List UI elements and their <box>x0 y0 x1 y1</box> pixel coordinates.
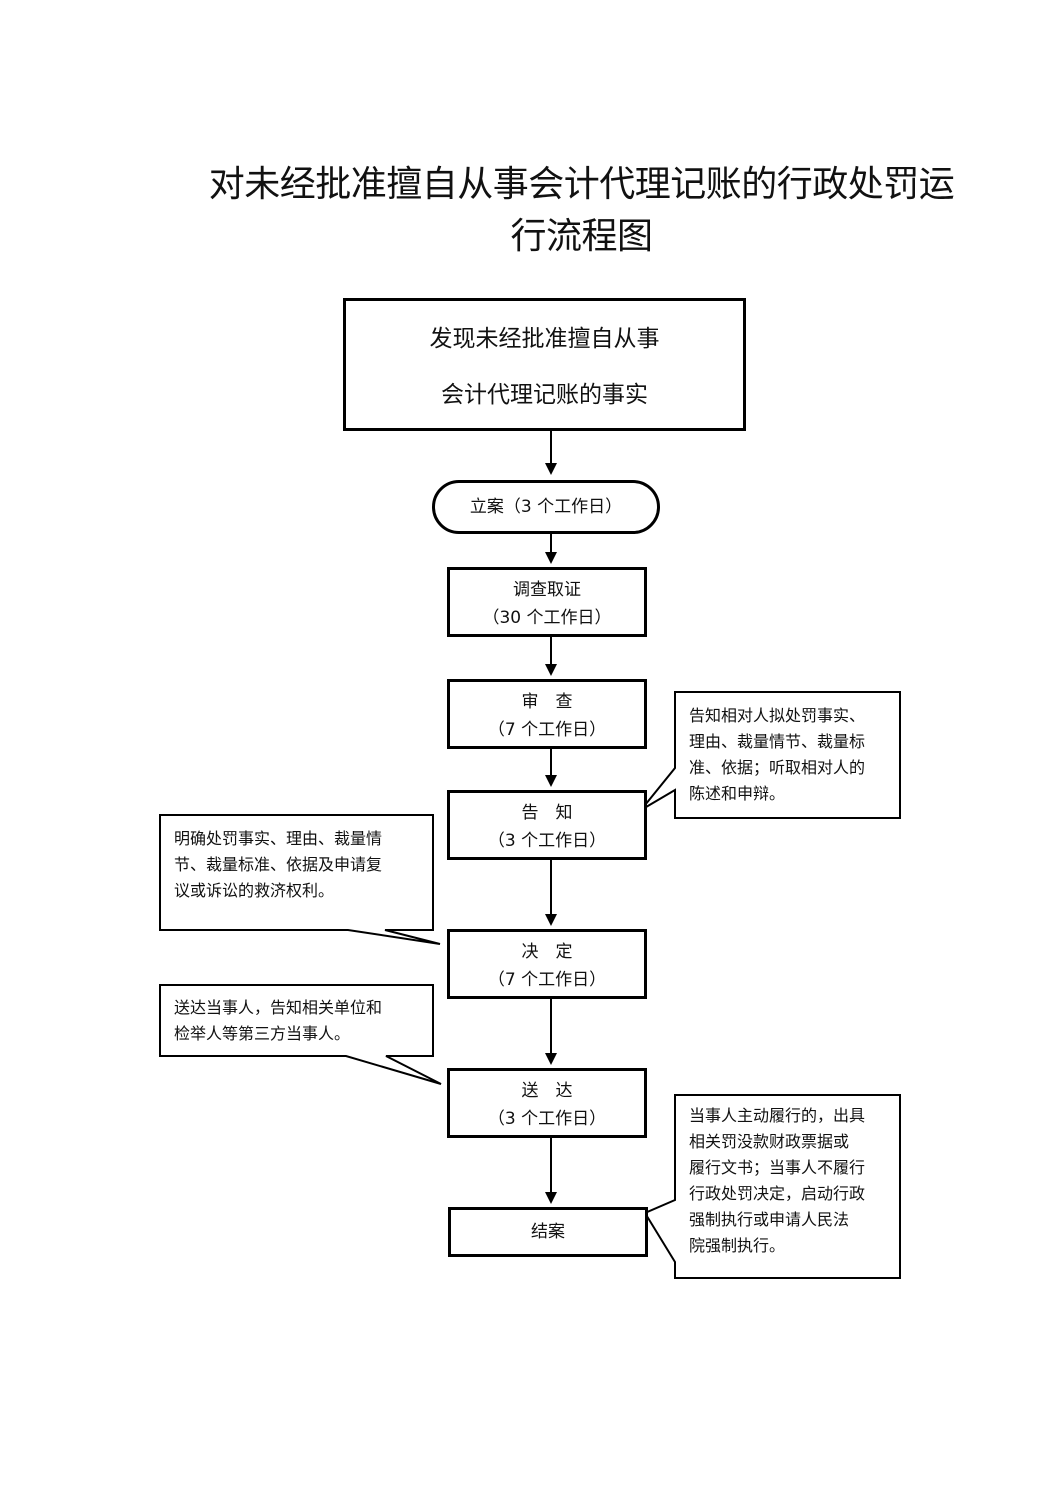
node-jueding: 决 定 （7 个工作日） <box>447 929 647 999</box>
note-line: 陈述和申辩。 <box>689 784 786 803</box>
note-line: 节、裁量标准、依据及申请复 <box>174 855 383 874</box>
arrowhead-lian-to-diaocha <box>545 552 557 564</box>
arrowhead-songda-to-jiean <box>545 1192 557 1204</box>
node-jiean-label: 结案 <box>531 1222 565 1242</box>
node-start: 发现未经批准擅自从事 会计代理记账的事实 <box>343 298 746 431</box>
note-line: 告知相对人拟处罚事实、 <box>689 706 866 725</box>
title-line-2: 行流程图 <box>510 216 653 258</box>
note-jueding: 明确处罚事实、理由、裁量情 节、裁量标准、依据及申请复 议或诉讼的救济权利。 <box>174 826 426 904</box>
arrowhead-diaocha-to-shencha <box>545 664 557 676</box>
node-jueding-line-1: 决 定 <box>521 942 573 962</box>
node-lian: 立案（3 个工作日） <box>432 480 660 534</box>
note-jiean: 当事人主动履行的，出具 相关罚没款财政票据或 履行文书；当事人不履行 行政处罚决… <box>689 1103 894 1259</box>
note-line: 院强制执行。 <box>689 1236 786 1255</box>
arrowhead-jueding-to-songda <box>545 1053 557 1065</box>
page-title: 对未经批准擅自从事会计代理记账的行政处罚运 行流程图 <box>0 159 1063 263</box>
note-line: 行政处罚决定，启动行政 <box>689 1184 866 1203</box>
note-songda: 送达当事人，告知相关单位和 检举人等第三方当事人。 <box>174 995 426 1047</box>
node-gaozhi: 告 知 （3 个工作日） <box>447 790 647 860</box>
node-diaocha-line-1: 调查取证 <box>513 580 581 600</box>
note-line: 理由、裁量情节、裁量标 <box>689 732 866 751</box>
node-diaocha-line-2: （30 个工作日） <box>482 608 612 628</box>
node-shencha-line-1: 审 查 <box>521 692 573 712</box>
note-line: 相关罚没款财政票据或 <box>689 1132 850 1151</box>
node-shencha: 审 查 （7 个工作日） <box>447 679 647 749</box>
node-jueding-line-2: （7 个工作日） <box>487 970 607 990</box>
callout-gaozhi-note <box>640 691 901 819</box>
node-shencha-line-2: （7 个工作日） <box>487 720 607 740</box>
note-line: 强制执行或申请人民法 <box>689 1210 850 1229</box>
node-start-line-2: 会计代理记账的事实 <box>441 382 648 408</box>
node-lian-label: 立案（3 个工作日） <box>469 497 623 517</box>
node-songda: 送 达 （3 个工作日） <box>447 1068 647 1138</box>
node-start-line-1: 发现未经批准擅自从事 <box>429 326 660 352</box>
arrowhead-shencha-to-gaozhi <box>545 775 557 787</box>
note-line: 明确处罚事实、理由、裁量情 <box>174 829 383 848</box>
node-diaocha: 调查取证 （30 个工作日） <box>447 567 647 637</box>
note-line: 履行文书；当事人不履行 <box>689 1158 866 1177</box>
callout-jueding-note <box>159 814 441 945</box>
arrowhead-gaozhi-to-jueding <box>545 914 557 926</box>
note-line: 送达当事人，告知相关单位和 <box>174 998 383 1017</box>
node-gaozhi-line-1: 告 知 <box>521 803 573 823</box>
callout-songda-note <box>159 984 442 1085</box>
node-jiean: 结案 <box>448 1207 648 1257</box>
note-line: 当事人主动履行的，出具 <box>689 1106 866 1125</box>
callout-jiean-note <box>643 1094 901 1279</box>
node-songda-line-1: 送 达 <box>521 1081 573 1101</box>
title-line-1: 对未经批准擅自从事会计代理记账的行政处罚运 <box>208 164 955 206</box>
note-gaozhi: 告知相对人拟处罚事实、 理由、裁量情节、裁量标 准、依据；听取相对人的 陈述和申… <box>689 703 894 807</box>
note-line: 议或诉讼的救济权利。 <box>174 881 335 900</box>
note-line: 准、依据；听取相对人的 <box>689 758 866 777</box>
node-songda-line-2: （3 个工作日） <box>487 1109 607 1129</box>
node-gaozhi-line-2: （3 个工作日） <box>487 831 607 851</box>
arrowhead-start-to-lian <box>545 463 557 475</box>
note-line: 检举人等第三方当事人。 <box>174 1024 351 1043</box>
